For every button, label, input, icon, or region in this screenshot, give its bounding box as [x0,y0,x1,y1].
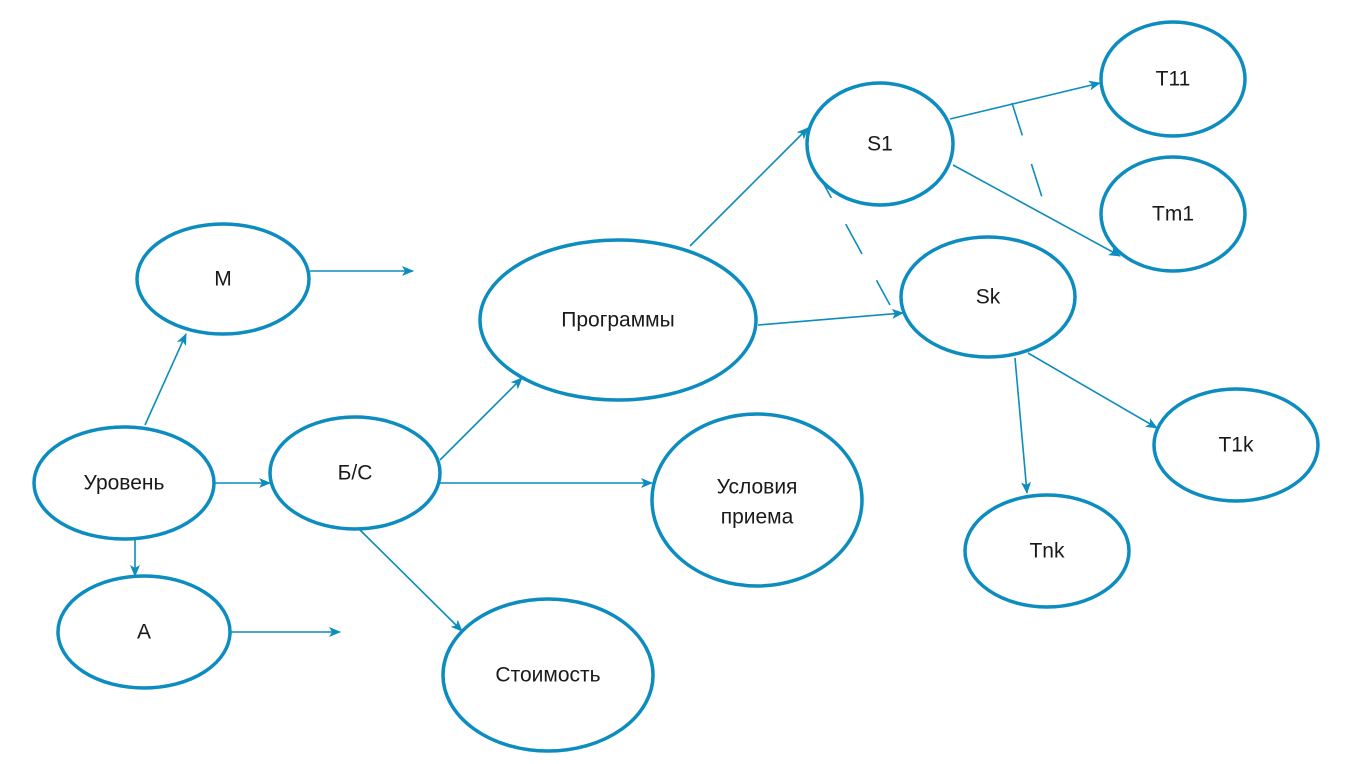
node-label: S1 [867,133,893,156]
edge-sk-tnk [1014,357,1032,494]
edges [130,80,1158,637]
node-t11: T11 [1099,20,1247,138]
node-label: Tnk [1029,540,1065,563]
edge-level-m [144,333,187,426]
node-label-line-1: Условия [717,476,798,499]
dashed-link-s1-sk [814,167,891,306]
node-sk: Sk [899,235,1077,359]
node-label: А [137,621,151,644]
node-bs: Б/С [268,415,442,531]
node-label: T1k [1218,434,1254,457]
node-a: А [56,574,232,690]
node-cost: Стоимость [441,597,655,753]
edge-s1-tm1 [952,164,1121,257]
node-t1k: T1k [1152,387,1320,503]
node-conditions: Условия приема [650,412,864,588]
node-label: Sk [976,286,1001,309]
node-tnk: Tnk [963,493,1131,609]
edge-programs-sk [757,308,904,326]
node-label: М [214,268,232,291]
node-tm1: Tm1 [1099,155,1247,273]
node-level: Уровень [32,425,216,541]
edge-s1-t11 [949,80,1101,120]
node-s1: S1 [805,81,955,207]
node-label: Tm1 [1152,203,1194,226]
node-label-line-2: приема [721,506,794,529]
node-m: М [135,222,311,336]
node-label: T11 [1156,68,1191,91]
node-label: Стоимость [495,664,600,687]
edge-programs-s1 [689,127,809,247]
node-label: Программы [561,309,674,332]
node-label: Уровень [84,472,165,495]
dashed-link-t11-tm1 [1011,102,1049,217]
edge-bs-programs [439,377,523,461]
edge-sk-t1k [1027,352,1158,429]
node-programs: Программы [478,238,758,402]
edge-bs-cost [359,529,463,632]
node-label: Б/С [338,462,373,485]
